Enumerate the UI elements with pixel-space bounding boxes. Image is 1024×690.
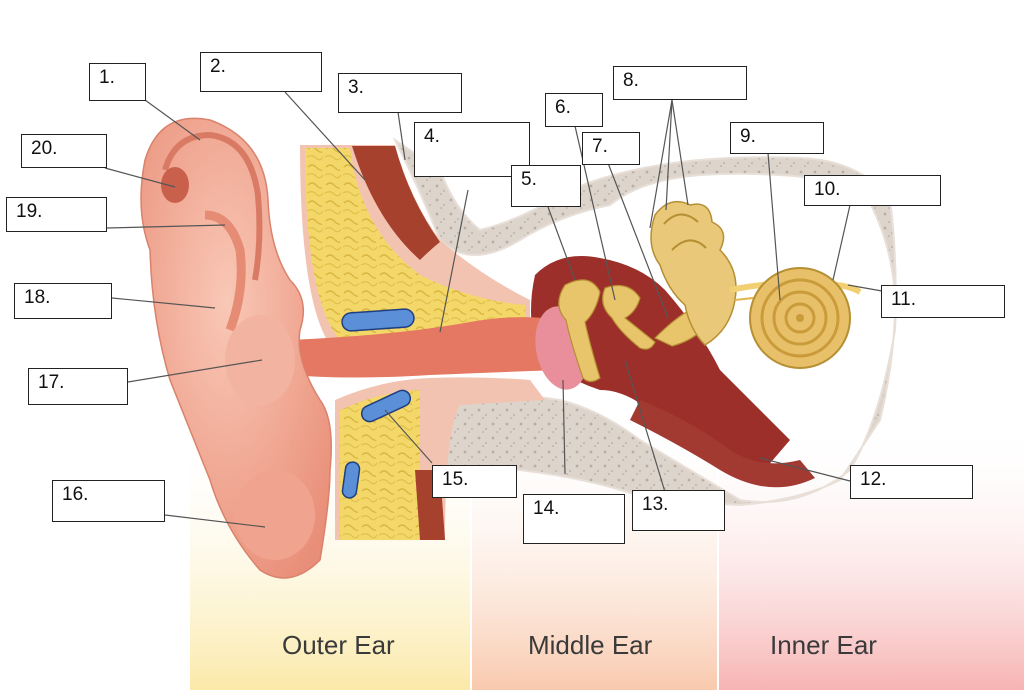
label-18[interactable]: 18. (14, 283, 112, 319)
label-20-text: 20. (31, 138, 58, 159)
label-5[interactable]: 5. (511, 165, 581, 207)
label-18-text: 18. (24, 287, 51, 308)
label-2[interactable]: 2. (200, 52, 322, 92)
label-14[interactable]: 14. (523, 494, 625, 544)
label-9[interactable]: 9. (730, 122, 824, 154)
vessel-lower-b (341, 461, 361, 499)
helix-rim (162, 131, 263, 281)
label-1[interactable]: 1. (89, 63, 146, 101)
label-7[interactable]: 7. (582, 132, 640, 165)
incus (602, 285, 656, 350)
label-1-text: 1. (99, 67, 115, 88)
label-8[interactable]: 8. (613, 66, 747, 100)
label-16[interactable]: 16. (52, 480, 165, 522)
label-9-text: 9. (740, 126, 756, 147)
label-8-text: 8. (623, 70, 639, 91)
cochlea (749, 267, 851, 369)
label-11-text: 11. (891, 289, 917, 310)
vessel-lower-a (360, 389, 412, 423)
antihelix (204, 210, 246, 332)
label-14-text: 14. (533, 498, 560, 519)
label-11[interactable]: 11. (881, 285, 1005, 318)
muscle-upper (352, 146, 440, 260)
malleus (558, 279, 601, 383)
label-3[interactable]: 3. (338, 73, 462, 113)
label-12[interactable]: 12. (850, 465, 973, 499)
label-19-text: 19. (16, 201, 43, 222)
label-4-text: 4. (424, 126, 440, 147)
eustachian-tube (630, 400, 815, 488)
label-5-text: 5. (521, 169, 537, 190)
label-15-text: 15. (442, 469, 469, 490)
triangular-fossa (161, 167, 189, 203)
label-10[interactable]: 10. (804, 175, 941, 206)
middle-ear-cavity (531, 256, 790, 475)
label-13-text: 13. (642, 494, 669, 515)
middle-ear-caption: Middle Ear (528, 630, 653, 660)
temporal-bone (392, 137, 897, 507)
label-19[interactable]: 19. (6, 197, 107, 232)
label-2-text: 2. (210, 56, 226, 77)
label-20[interactable]: 20. (21, 134, 107, 168)
label-4[interactable]: 4. (414, 122, 530, 177)
label-17-text: 17. (38, 372, 65, 393)
label-15[interactable]: 15. (432, 465, 517, 498)
leader-lines (104, 91, 883, 528)
lobule (235, 470, 315, 560)
label-13[interactable]: 13. (632, 490, 725, 531)
label-7-text: 7. (592, 136, 608, 157)
ear-canal (290, 317, 560, 378)
vessel-upper (341, 308, 415, 332)
outer-ear-caption: Outer Ear (282, 630, 395, 660)
label-17[interactable]: 17. (28, 368, 128, 405)
label-3-text: 3. (348, 77, 364, 98)
label-6-text: 6. (555, 97, 571, 118)
inner-ear-caption: Inner Ear (770, 630, 877, 660)
label-10-text: 10. (814, 179, 841, 200)
cartilage-upper (305, 148, 525, 340)
label-16-text: 16. (62, 484, 89, 505)
label-12-text: 12. (860, 469, 887, 490)
label-6[interactable]: 6. (545, 93, 603, 127)
